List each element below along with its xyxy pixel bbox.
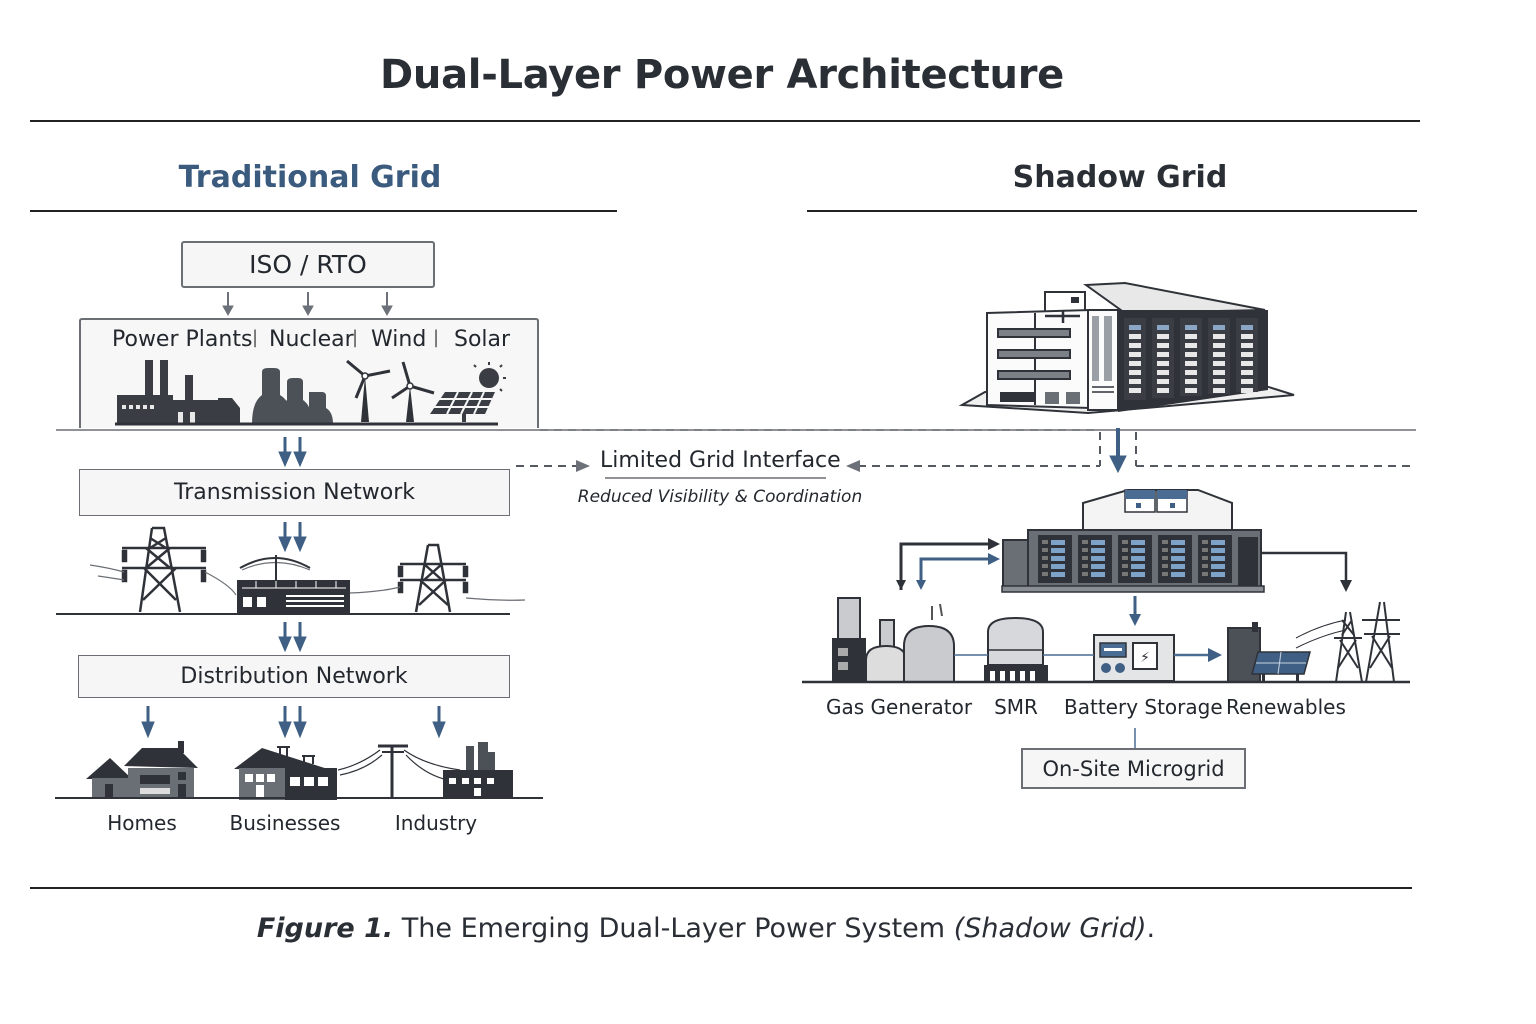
generation-separator: | <box>352 327 359 348</box>
shadow-grid-heading: Shadow Grid <box>1012 160 1228 195</box>
renewables-icon <box>1227 622 1311 683</box>
caption-italic: (Shadow Grid) <box>953 913 1147 944</box>
iso-rto-label: ISO / RTO <box>249 250 367 279</box>
limited-grid-interface-label: Limited Grid Interface <box>600 448 841 473</box>
generation-label-wind: Wind <box>371 327 427 352</box>
figure-caption: Figure 1. The Emerging Dual-Layer Power … <box>0 913 1412 944</box>
diagram-title: Dual-Layer Power Architecture <box>380 52 1064 98</box>
server-rack <box>1124 318 1146 400</box>
transmission-tower-icon <box>1295 601 1400 683</box>
shadow-grid-divider <box>807 210 1417 212</box>
server-racks <box>1124 318 1258 400</box>
substation-to-distribution-arrows <box>278 622 307 653</box>
factory-icon <box>443 742 513 798</box>
transmission-network-box: Transmission Network <box>79 469 510 516</box>
house-icon <box>86 741 198 798</box>
consumer-label-businesses: Businesses <box>229 811 341 835</box>
consumer-label-industry: Industry <box>394 811 478 835</box>
limited-interface-connectors <box>516 429 1416 467</box>
battery-storage-icon: ⚡ <box>1093 634 1175 682</box>
utility-pole-icon <box>337 744 461 798</box>
battery-to-renewables-arrow <box>1208 648 1222 662</box>
generation-separator: | <box>433 327 440 348</box>
iso-down-arrows <box>222 292 393 317</box>
transmission-to-substation-arrows <box>278 522 307 553</box>
source-label-renewables: Renewables <box>1226 695 1346 719</box>
transmission-tower-icon <box>121 526 207 613</box>
interface-arrow-left <box>846 460 860 472</box>
substation-icon <box>237 555 350 614</box>
datacenter-down-arrow <box>1109 428 1127 474</box>
distribution-network-label: Distribution Network <box>180 664 408 689</box>
iso-rto-box: ISO / RTO <box>181 241 435 288</box>
distribution-network-box: Distribution Network <box>78 655 510 698</box>
on-site-microgrid-box: On-Site Microgrid <box>1021 748 1246 789</box>
generation-label-nuclear: Nuclear <box>269 327 354 352</box>
interface-arrow-right <box>576 460 590 472</box>
gas-generator-icon <box>832 597 955 683</box>
business-building-icon <box>234 746 337 800</box>
title-divider <box>30 120 1420 122</box>
distribution-to-consumer-arrows <box>141 706 446 739</box>
generation-label-power-plants: Power Plants <box>112 327 253 352</box>
server-racks <box>1038 535 1232 583</box>
figure-number: Figure 1. <box>256 913 394 944</box>
transmission-network-label: Transmission Network <box>174 480 415 505</box>
svg-text:⚡: ⚡ <box>1140 650 1150 666</box>
solar-panel-icon <box>430 362 506 422</box>
on-site-microgrid-label: On-Site Microgrid <box>1042 756 1225 781</box>
caption-text: The Emerging Dual-Layer Power System <box>393 913 954 944</box>
server-hall-icon <box>1001 489 1265 593</box>
generation-label-solar: Solar <box>454 327 511 352</box>
generation-separator: | <box>252 327 259 348</box>
interface-sublabel: Reduced Visibility & Coordination <box>577 487 863 507</box>
smr-reactor-icon <box>984 616 1048 682</box>
source-label-battery-storage: Battery Storage <box>1064 695 1223 719</box>
wind-turbine-icon <box>346 359 435 422</box>
consumer-label-homes: Homes <box>107 811 177 835</box>
nuclear-plant-icon <box>252 368 333 424</box>
transmission-tower-icon <box>397 543 469 613</box>
source-label-gas-generator: Gas Generator <box>826 695 973 719</box>
traditional-grid-divider <box>30 210 617 212</box>
power-plant-icon <box>117 360 240 424</box>
data-center-building-icon <box>958 281 1295 415</box>
caption-end: . <box>1146 913 1156 944</box>
traditional-grid-heading: Traditional Grid <box>178 160 442 195</box>
server-hall-feed-arrows <box>896 538 1352 626</box>
source-label-smr: SMR <box>994 695 1038 719</box>
gen-to-transmission-arrows <box>278 437 307 468</box>
power-lines <box>89 561 526 601</box>
